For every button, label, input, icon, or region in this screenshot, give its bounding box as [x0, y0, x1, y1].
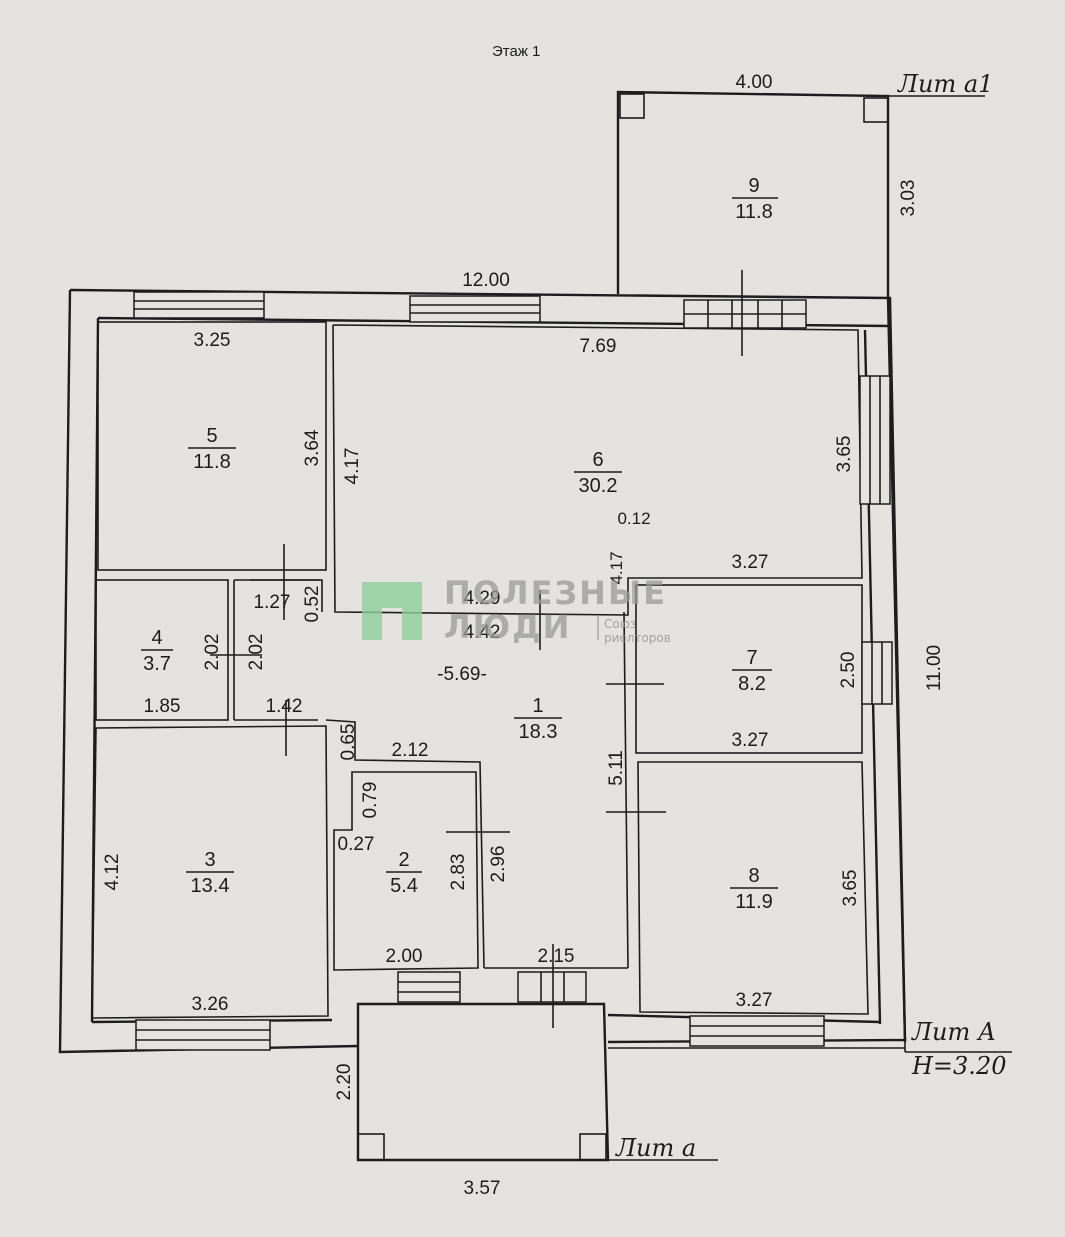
- dim-room6-bottom: 3.27: [732, 552, 769, 573]
- dim-4-29: 4.29: [464, 588, 501, 609]
- dim-room6-left: 4.17: [342, 448, 363, 485]
- room-1: 1 18.3: [514, 695, 562, 743]
- window-room5: [133, 291, 265, 319]
- room-labels: 9 11.8 5 11.8 6 30.2 4 3.7 1 18.3 7 8.2: [141, 175, 778, 913]
- watermark-tag1: Союз: [604, 617, 636, 631]
- dim-room5-top: 3.25: [194, 330, 231, 351]
- dim-room4-left: 2.02: [202, 634, 223, 671]
- watermark-line2: ЛЮДИ: [444, 608, 571, 646]
- dim-0-65: 0.65: [338, 724, 359, 761]
- dim-room4-right: 2.02: [246, 634, 267, 671]
- room-6-area: 30.2: [579, 475, 618, 497]
- room-2-number: 2: [398, 849, 409, 871]
- room-2-area: 5.4: [390, 875, 418, 897]
- room-8-area: 11.9: [735, 891, 772, 913]
- dim-5-11: 5.11: [606, 750, 627, 786]
- dim-1-27: 1.27: [254, 592, 291, 613]
- entrance-door: [517, 971, 587, 1003]
- height-label: H=3.20: [911, 1052, 1006, 1080]
- door-room9: [683, 299, 807, 329]
- window-room6-top: [409, 295, 541, 323]
- room-3: 3 13.4: [186, 849, 234, 897]
- watermark-logo: ПОЛЕЗНЫЕ ЛЮДИ Союз риелторов: [362, 574, 671, 646]
- room-8-number: 8: [748, 865, 759, 887]
- room-4: 4 3.7: [141, 627, 173, 675]
- dim-room2-bottom: 2.00: [386, 946, 423, 967]
- watermark-line1: ПОЛЕЗНЫЕ: [444, 574, 667, 612]
- dim-overall-right: 11.00: [924, 645, 945, 691]
- dim-room4-bottom: 1.85: [144, 696, 181, 717]
- dim-gap: 0.12: [617, 509, 650, 528]
- dim-room8-bottom: 3.27: [736, 990, 773, 1011]
- room-5-number: 5: [206, 425, 217, 447]
- floor-title: Этаж 1: [492, 43, 540, 60]
- dim-porch-side: 2.20: [334, 1064, 355, 1101]
- dim-room7-bottom: 3.27: [732, 730, 769, 751]
- room-4-number: 4: [151, 627, 162, 649]
- room-3-area: 13.4: [191, 875, 230, 897]
- dim-room6-right: 3.65: [834, 436, 855, 473]
- dim-overall-top: 12.00: [462, 270, 510, 291]
- window-room2: [397, 971, 461, 1003]
- room-2: 2 5.4: [386, 849, 422, 897]
- window-room6-right: [859, 375, 891, 505]
- room-9-area: 11.8: [735, 201, 772, 223]
- window-room7: [861, 641, 893, 705]
- dim-corridor: -5.69-: [437, 664, 487, 685]
- dim-room3-bottom: 3.26: [192, 994, 229, 1015]
- dim-room3-side: 4.12: [102, 854, 123, 891]
- dim-2-12: 2.12: [392, 740, 429, 761]
- dim-room5-side: 3.64: [302, 429, 323, 466]
- dim-0-52: 0.52: [302, 586, 323, 623]
- dim-a1-side: 3.03: [898, 180, 919, 217]
- room-4-area: 3.7: [143, 653, 171, 675]
- room-5: 5 11.8: [188, 425, 236, 473]
- room-6: 6 30.2: [574, 449, 622, 497]
- dim-1-42: 1.42: [266, 696, 303, 717]
- room-5-area: 11.8: [193, 451, 230, 473]
- room-1-number: 1: [532, 695, 543, 717]
- watermark-tag2: риелторов: [604, 631, 671, 645]
- dim-4-42: 4.42: [464, 622, 501, 643]
- door-markers: [210, 270, 743, 1028]
- lit-a1-label: Лит а1: [897, 70, 993, 98]
- room-7: 7 8.2: [732, 647, 772, 695]
- dimensions: 4.00 3.03 12.00 3.25 3.64 7.69 4.17 3.65…: [102, 72, 945, 1199]
- dim-0-27: 0.27: [338, 834, 375, 855]
- room-8: 8 11.9: [730, 865, 778, 913]
- dim-room7-side: 2.50: [838, 652, 859, 689]
- lit-A-label: Лит А: [911, 1018, 996, 1046]
- dim-0-79: 0.79: [360, 782, 381, 819]
- window-room8: [689, 1015, 825, 1047]
- dim-porch-bottom: 3.57: [464, 1178, 501, 1199]
- room-1-area: 18.3: [519, 721, 558, 743]
- room-7-number: 7: [746, 647, 757, 669]
- dim-room2-side: 2.83: [448, 854, 469, 891]
- lit-a-label: Лит а: [615, 1134, 696, 1162]
- window-room3: [135, 1019, 271, 1051]
- logo-mark-icon: [362, 582, 422, 640]
- room-3-number: 3: [204, 849, 215, 871]
- dim-top-a1: 4.00: [736, 72, 773, 93]
- windows: [133, 291, 893, 1051]
- dim-room1-bottom: 2.15: [538, 946, 575, 967]
- room-7-area: 8.2: [738, 673, 766, 695]
- room-9-number: 9: [748, 175, 759, 197]
- dim-room8-side: 3.65: [840, 870, 861, 907]
- room-6-number: 6: [592, 449, 603, 471]
- dim-room6-top: 7.69: [580, 336, 617, 357]
- room-9: 9 11.8: [732, 175, 778, 223]
- dim-small-4-17: 4.17: [607, 551, 626, 584]
- dim-room1-side: 2.96: [488, 846, 509, 883]
